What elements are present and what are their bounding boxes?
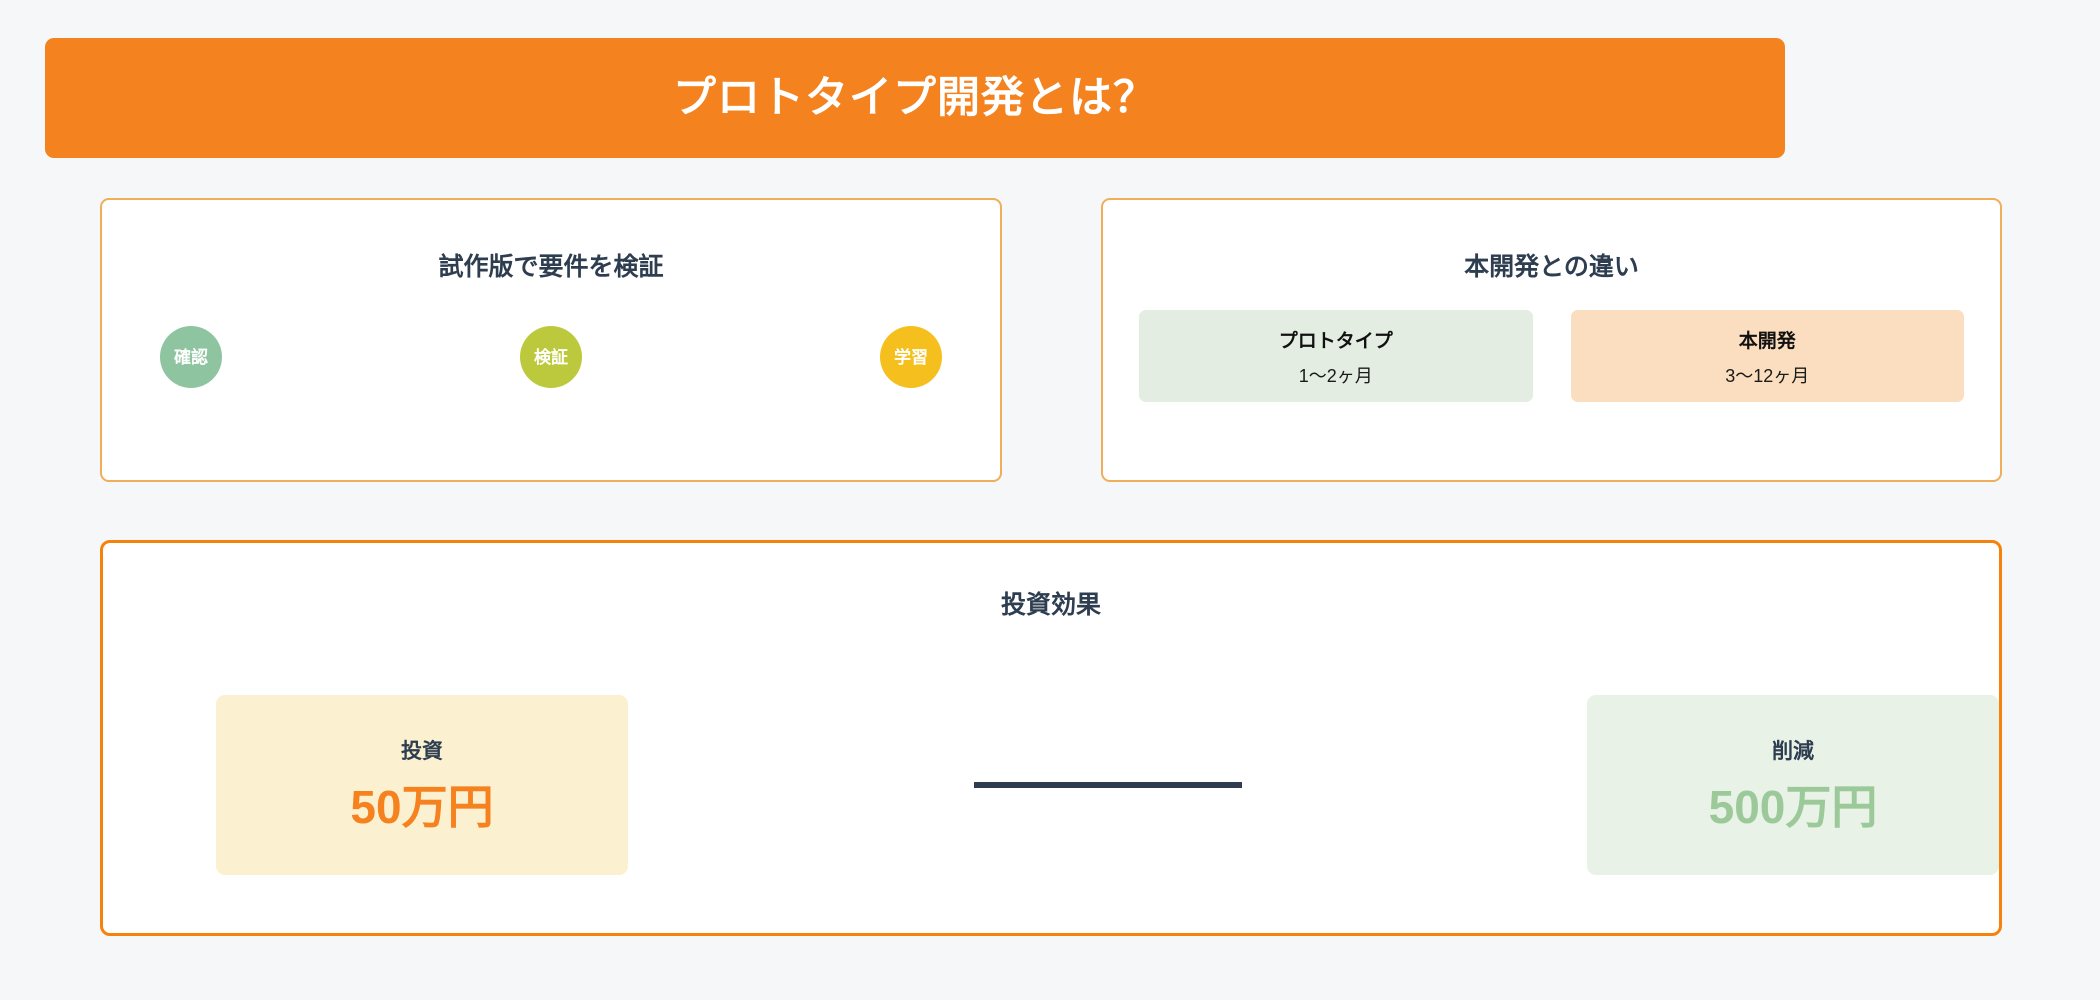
step-circle-learn-label: 学習 (894, 347, 928, 367)
comparison-box-prototype-name: プロトタイプ (1278, 330, 1393, 352)
comparison-box-full-development-duration: 3〜12ヶ月 (1725, 365, 1810, 386)
step-circle-validate-label: 検証 (534, 347, 568, 367)
effect-connector (628, 695, 1587, 875)
investment-effect-row: 投資 50万円 削減 500万円 (103, 695, 1999, 875)
comparison-boxes: プロトタイプ 1〜2ヶ月 本開発 3〜12ヶ月 (1139, 310, 1964, 402)
comparison-card: 本開発との違い プロトタイプ 1〜2ヶ月 本開発 3〜12ヶ月 (1101, 198, 2002, 482)
verification-steps: 確認 検証 学習 (160, 325, 942, 389)
verification-card-title: 試作版で要件を検証 (438, 253, 664, 281)
saving-box[interactable]: 削減 500万円 (1587, 695, 1999, 875)
verification-card: 試作版で要件を検証 確認 検証 学習 (100, 198, 1002, 482)
investment-box-label: 投資 (401, 739, 443, 763)
connector-bar-icon (973, 782, 1242, 788)
comparison-box-full-development[interactable]: 本開発 3〜12ヶ月 (1570, 310, 1964, 402)
saving-box-value: 500万円 (1708, 780, 1878, 833)
saving-box-label: 削減 (1772, 739, 1814, 763)
step-circle-confirm-label: 確認 (174, 347, 208, 367)
page-title: プロトタイプ開発とは？ (673, 73, 1157, 122)
header-banner: プロトタイプ開発とは？ (45, 38, 1785, 158)
comparison-box-prototype[interactable]: プロトタイプ 1〜2ヶ月 (1139, 310, 1533, 402)
step-circle-validate[interactable]: 検証 (520, 326, 582, 388)
investment-effect-card: 投資効果 投資 50万円 削減 500万円 (100, 540, 2002, 936)
step-circle-learn[interactable]: 学習 (880, 326, 942, 388)
investment-effect-card-title: 投資効果 (1000, 591, 1101, 619)
comparison-box-full-development-name: 本開発 (1738, 330, 1796, 352)
investment-box-value: 50万円 (350, 780, 494, 833)
comparison-box-prototype-duration: 1〜2ヶ月 (1298, 365, 1373, 386)
investment-box[interactable]: 投資 50万円 (216, 695, 628, 875)
comparison-card-title: 本開発との違い (1464, 253, 1639, 281)
step-circle-confirm[interactable]: 確認 (160, 326, 222, 388)
